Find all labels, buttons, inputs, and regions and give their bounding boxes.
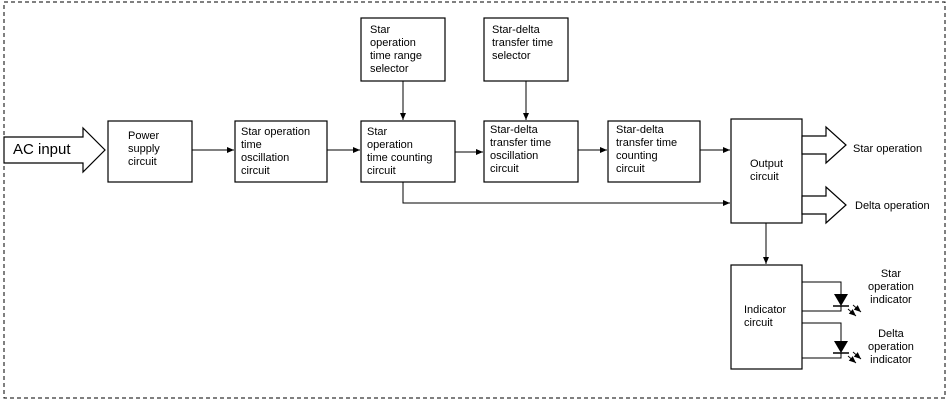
delta-led-icon xyxy=(833,341,862,364)
delta-output-arrow xyxy=(801,185,847,225)
enclosure-border xyxy=(3,1,946,399)
star-led-icon xyxy=(833,294,862,317)
delta-led-wire xyxy=(802,322,842,341)
ac-input-arrow xyxy=(3,126,106,174)
delta-indicator-label: Delta operation indicator xyxy=(868,328,914,366)
star-led-wire xyxy=(802,281,842,294)
power-supply-block xyxy=(107,120,193,183)
power-supply-label: Power supply circuit xyxy=(128,130,160,168)
delta-selector-label: Star-delta transfer time selector xyxy=(492,24,554,62)
star-led-return xyxy=(802,306,842,312)
delta-counting-label: Star-delta transfer time counting circui… xyxy=(616,124,678,175)
delta-operation-label: Delta operation xyxy=(855,200,930,212)
ac-input-label: AC input xyxy=(13,141,71,158)
star-indicator-label: Star operation indicator xyxy=(868,268,914,306)
star-oscillation-block xyxy=(234,120,328,183)
delta-oscillation-label: Star-delta transfer time oscillation cir… xyxy=(490,124,552,175)
indicator-block xyxy=(730,264,803,370)
star-oscillation-label: Star operation time oscillation circuit xyxy=(241,126,311,177)
output-label: Output circuit xyxy=(750,158,784,183)
star-counting-block xyxy=(360,120,456,183)
star-range-selector-label: Star operation time range selector xyxy=(370,24,422,75)
delta-counting-block xyxy=(607,120,701,183)
star-counting-label: Star operation time counting circuit xyxy=(367,126,433,177)
star-operation-label: Star operation xyxy=(853,143,923,155)
delta-selector-block xyxy=(483,17,569,82)
star-range-selector-block xyxy=(360,17,446,82)
delta-oscillation-block xyxy=(483,120,579,183)
indicator-label: Indicator circuit xyxy=(744,304,787,329)
star-output-arrow xyxy=(801,125,847,165)
arrow-counting-to-output-bypass xyxy=(402,182,730,206)
delta-led-return xyxy=(802,353,842,359)
